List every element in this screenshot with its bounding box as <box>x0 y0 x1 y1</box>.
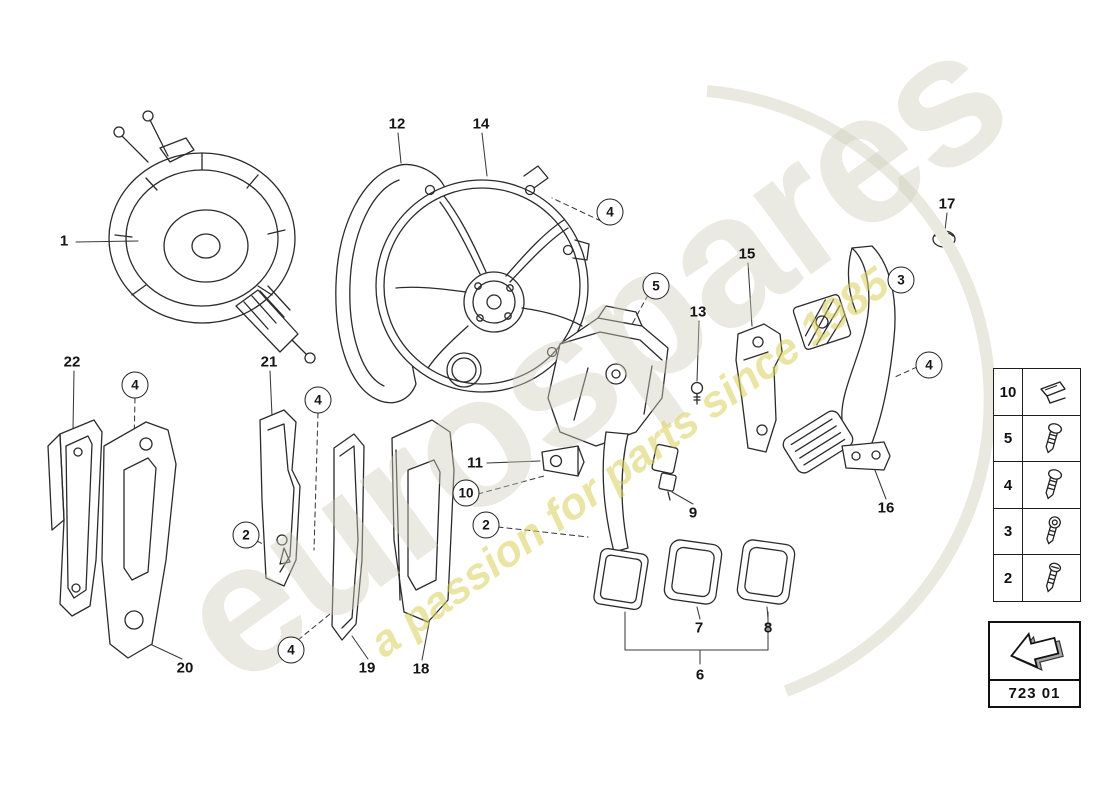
callout-4-right[interactable]: 4 <box>915 351 943 379</box>
pedal-bracket-drawing <box>547 305 669 447</box>
part-label-15[interactable]: 15 <box>738 245 756 263</box>
pedal-pad-7-drawing <box>663 539 723 605</box>
cover-18-drawing <box>391 419 455 623</box>
fastener-legend: 10 5 <box>993 368 1081 603</box>
callout-4-top[interactable]: 4 <box>596 198 624 226</box>
callout-3[interactable]: 3 <box>887 266 915 294</box>
back-arrow-button[interactable] <box>988 621 1081 681</box>
bolt-drawing <box>690 381 704 405</box>
part-label-17[interactable]: 17 <box>938 195 956 213</box>
legend-item-10[interactable]: 10 <box>993 368 1081 416</box>
legend-number-3: 3 <box>994 508 1023 555</box>
clevis-pin-drawing <box>541 445 585 477</box>
support-bracket-drawing <box>735 323 783 453</box>
callout-10[interactable]: 10 <box>452 479 480 507</box>
part-label-1[interactable]: 1 <box>59 232 69 250</box>
brake-booster-drawing <box>108 110 316 364</box>
screw-icon <box>1023 555 1080 601</box>
strip-19-drawing <box>331 433 365 641</box>
part-label-12[interactable]: 12 <box>388 115 406 133</box>
accelerator-pedal-drawing <box>782 245 896 474</box>
callout-5[interactable]: 5 <box>642 272 670 300</box>
cap-drawing <box>932 230 956 248</box>
part-label-18[interactable]: 18 <box>412 660 430 678</box>
pedal-pad-8-drawing <box>736 539 796 605</box>
hex-bolt-icon <box>1023 416 1080 462</box>
legend-number-4: 4 <box>994 462 1023 509</box>
part-label-20[interactable]: 20 <box>176 659 194 677</box>
part-label-16[interactable]: 16 <box>877 499 895 517</box>
part-label-11[interactable]: 11 <box>467 454 483 472</box>
part-label-9[interactable]: 9 <box>688 504 698 522</box>
callout-4-mid[interactable]: 4 <box>304 386 332 414</box>
legend-item-2[interactable]: 2 <box>993 554 1081 603</box>
hex-bolt-icon <box>1023 462 1080 508</box>
callout-2-mid[interactable]: 2 <box>472 511 500 539</box>
back-arrow-icon <box>1009 632 1064 671</box>
legend-item-5[interactable]: 5 <box>993 414 1081 463</box>
legend-number-10: 10 <box>994 369 1023 415</box>
callout-2-left[interactable]: 2 <box>232 521 260 549</box>
part-label-19[interactable]: 19 <box>358 659 376 677</box>
legend-number-2: 2 <box>994 555 1023 602</box>
legend-item-3[interactable]: 3 <box>993 507 1081 556</box>
part-label-14[interactable]: 14 <box>472 115 490 133</box>
switch-drawing <box>651 443 679 501</box>
part-label-6[interactable]: 6 <box>695 666 705 684</box>
brake-pedal-arm-drawing <box>593 431 649 611</box>
part-label-8[interactable]: 8 <box>763 619 773 637</box>
lever-20-drawing <box>101 421 177 659</box>
diagram-nav: 723 01 <box>988 621 1081 708</box>
diagram-code: 723 01 <box>988 681 1081 708</box>
part-label-7[interactable]: 7 <box>694 619 704 637</box>
callout-4-left[interactable]: 4 <box>121 371 149 399</box>
housing-plate-drawing <box>375 165 590 393</box>
socket-screw-icon <box>1023 509 1080 555</box>
legend-number-5: 5 <box>994 415 1023 462</box>
part-label-21[interactable]: 21 <box>260 353 278 371</box>
callout-4-bottom[interactable]: 4 <box>277 636 305 664</box>
part-label-22[interactable]: 22 <box>63 353 81 371</box>
part-label-13[interactable]: 13 <box>689 303 707 321</box>
cover-strip-21-drawing <box>259 409 301 587</box>
retaining-clip-icon <box>1023 369 1080 415</box>
legend-item-4[interactable]: 4 <box>993 461 1081 510</box>
mount-bracket-22-drawing <box>47 419 103 617</box>
